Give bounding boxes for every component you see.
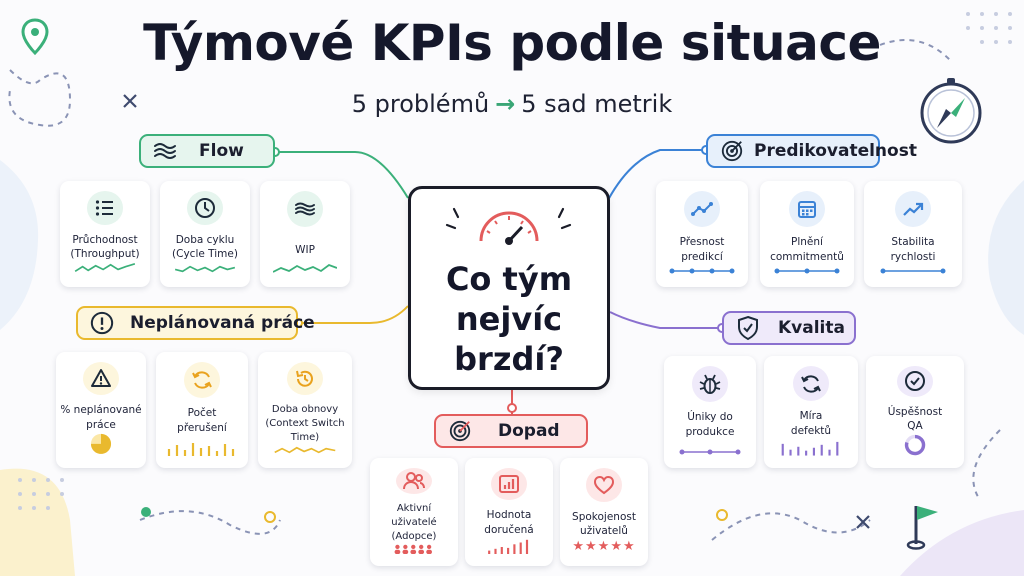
category-pill-flow: Flow [139,134,275,168]
kpi-label: Počet přerušení [177,407,227,434]
trend-up-icon [895,191,931,227]
kpi-label: Doba obnovy (Context Switch Time) [265,404,345,443]
sparkline [174,265,236,273]
kpi-label: Míra defektů [790,410,832,437]
flag-icon [906,506,938,550]
bar-sparkline [781,442,839,456]
kpi-label: % neplánované práce [60,403,142,431]
compass-icon [920,78,982,144]
page-title: Týmové KPIs podle situace [143,14,881,72]
kpi-card-active-users: Aktivní uživatelé (Adopce) [370,458,458,566]
trend-line-icon [684,191,720,227]
dot-line [880,268,946,274]
kpi-label: WIP [295,244,315,256]
list-icon [87,191,123,225]
waves-icon [287,191,323,227]
kpi-label: Stabilita rychlosti [890,236,936,263]
target-arrow-icon [720,139,744,163]
subtitle-left: 5 problémů [351,90,490,118]
kpi-label: Spokojenost uživatelů [572,510,636,538]
bar-chart-icon [491,468,527,501]
target-icon [448,419,472,443]
dot-line [679,449,741,455]
kpi-label: Hodnota doručená [484,509,534,537]
people-row-icon [394,544,432,554]
kpi-label: Úspěšnost QA [887,405,943,433]
kpi-card-velocity-stability: Stabilita rychlosti [864,181,962,287]
heart-icon [586,468,622,502]
category-label-quality: Kvalita [778,318,845,338]
kpi-card-commitment-fulfilment: Plnění commitmentů [760,181,854,287]
bar-sparkline [488,539,529,554]
kpi-label: Přesnost predikcí [679,236,725,263]
kpi-label: Plnění commitmentů [770,236,844,263]
kpi-card-cycle-time: Doba cyklu (Cycle Time) [160,181,250,287]
kpi-card-interruptions: Počet přerušení [156,352,248,468]
category-label-predictability: Predikovatelnost [754,141,917,161]
kpi-card-production-leaks: Úniky do produkce [664,356,756,468]
sparkline [74,262,136,272]
kpi-label: Doba cyklu (Cycle Time) [172,233,238,261]
refresh-icon [793,366,829,402]
category-pill-unplanned: Neplánovaná práce [76,306,315,340]
warning-icon [83,362,119,395]
category-label-unplanned: Neplánovaná práce [130,313,315,333]
kpi-card-recovery-time: Doba obnovy (Context Switch Time) [258,352,352,468]
kpi-label: Aktivní uživatelé (Adopce) [391,502,437,542]
calendar-icon [789,191,825,227]
shield-check-icon [736,315,760,341]
center-question: Co tým nejvíc brzdí? [445,260,573,378]
rating-stars: ★★★★★ [572,539,636,554]
waves-icon [153,139,177,163]
subtitle-right: 5 sad metrik [521,90,673,118]
users-icon [396,468,432,494]
kpi-card-user-satisfaction: Spokojenost uživatelů ★★★★★ [560,458,648,566]
clock-icon [187,191,223,225]
speedometer-icon [445,207,572,245]
kpi-card-qa-success: Úspěšnost QA [866,356,964,468]
kpi-label: Úniky do produkce [685,411,735,438]
dot-line [669,268,735,274]
pie-chart-icon [90,434,112,455]
history-icon [287,362,323,395]
subtitle-arrow: → [495,90,516,118]
sparkline [273,263,337,273]
kpi-card-defect-rate: Míra defektů [764,356,858,468]
category-label-impact: Dopad [498,421,560,441]
dot-line [774,268,840,274]
page-subtitle: 5 problémů→5 sad metrik [0,90,1024,118]
category-pill-predictability: Predikovatelnost [706,134,917,168]
center-question-box: Co tým nejvíc brzdí? [408,186,610,390]
bug-icon [692,366,728,402]
category-label-flow: Flow [199,141,244,161]
kpi-card-unplanned-percent: % neplánované práce [56,352,146,468]
progress-ring [904,434,926,456]
location-pin-icon [21,18,49,56]
category-pill-quality: Kvalita [722,311,856,345]
kpi-card-wip: WIP [260,181,350,287]
sparkline [274,446,336,454]
kpi-card-prediction-accuracy: Přesnost predikcí [656,181,748,287]
category-pill-impact: Dopad [434,414,588,448]
kpi-label: Průchodnost (Throughput) [70,233,140,261]
bar-sparkline [167,443,235,456]
kpi-card-delivered-value: Hodnota doručená [465,458,553,566]
alert-circle-icon [90,311,114,335]
kpi-card-throughput: Průchodnost (Throughput) [60,181,150,287]
check-circle-icon [897,366,933,397]
refresh-icon [184,362,220,398]
